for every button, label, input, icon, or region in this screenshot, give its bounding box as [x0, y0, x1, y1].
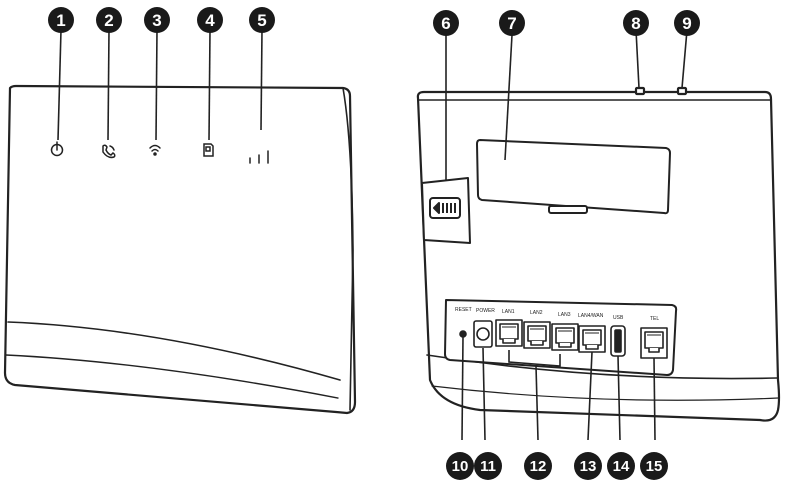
callout-7: 7 [499, 10, 525, 36]
callout-circle [446, 452, 474, 480]
callout-6: 6 [433, 10, 459, 36]
callout-circle [433, 10, 459, 36]
lan1-port[interactable] [495, 319, 523, 347]
front-router [3, 84, 357, 415]
rear-leaders [445, 29, 688, 441]
callout-number: 4 [205, 11, 215, 30]
callout-circle [623, 10, 649, 36]
callout-circle [197, 7, 223, 33]
signal-strength-icon [249, 150, 269, 164]
callout-circle [640, 452, 668, 480]
callout-circle [674, 10, 700, 36]
label-tel: TEL [650, 316, 659, 322]
tel-port[interactable] [640, 327, 668, 359]
lan2-port[interactable] [523, 321, 551, 349]
label-reset: RESET [455, 307, 472, 313]
callout-circle [574, 452, 602, 480]
lan3-port[interactable] [551, 323, 579, 351]
rear-body-outline [416, 90, 781, 422]
sim-slot-cover[interactable] [421, 177, 471, 244]
callout-1: 1 [48, 7, 74, 33]
sim-icon [203, 143, 214, 157]
front-body-outline [3, 84, 357, 415]
callout-circle [524, 452, 552, 480]
callout-number: 8 [631, 14, 640, 33]
callout-8: 8 [623, 10, 649, 36]
reset-button[interactable] [459, 330, 467, 338]
top-button-1[interactable] [634, 86, 646, 96]
callout-number: 14 [613, 458, 630, 475]
label-power: POWER [476, 308, 495, 314]
lan4-wan-port[interactable] [578, 325, 606, 353]
label-lan2: LAN2 [530, 310, 543, 316]
callout-15: 15 [640, 452, 668, 480]
ports [459, 319, 668, 359]
front-base-line-bottom [5, 354, 339, 399]
front-indicators [50, 141, 269, 164]
callout-12: 12 [524, 452, 552, 480]
callout-circle [96, 7, 122, 33]
callout-number: 7 [507, 14, 516, 33]
power-icon [50, 141, 64, 157]
rear-top-callouts: 6 7 8 9 [433, 10, 700, 36]
callout-number: 12 [530, 458, 547, 475]
lan-bracket [508, 350, 561, 367]
callout-circle [144, 7, 170, 33]
callout-13: 13 [574, 452, 602, 480]
callout-14: 14 [607, 452, 635, 480]
callout-number: 9 [682, 14, 691, 33]
power-port[interactable] [473, 320, 493, 348]
callout-3: 3 [144, 7, 170, 33]
callout-number: 13 [580, 458, 597, 475]
callout-circle [249, 7, 275, 33]
front-callouts: 1 2 3 4 5 [48, 7, 275, 33]
wifi-icon [149, 144, 161, 156]
label-area [476, 139, 671, 215]
callout-4: 4 [197, 7, 223, 33]
phone-icon [102, 144, 116, 159]
callout-number: 11 [480, 458, 496, 475]
callout-circle [474, 452, 502, 480]
callout-number: 3 [152, 11, 161, 30]
usb-port[interactable] [610, 325, 626, 357]
callout-number: 15 [646, 458, 663, 475]
front-base-line-top [7, 321, 341, 381]
callout-2: 2 [96, 7, 122, 33]
label-lan3: LAN3 [558, 312, 571, 318]
callout-number: 1 [56, 11, 65, 30]
callout-9: 9 [674, 10, 700, 36]
callout-circle [499, 10, 525, 36]
rear-bottom-callouts: 10 11 12 13 14 15 [446, 452, 668, 480]
callout-circle [607, 452, 635, 480]
front-side-edge [342, 87, 354, 411]
label-lan1: LAN1 [502, 309, 515, 315]
callout-5: 5 [249, 7, 275, 33]
callout-number: 5 [257, 11, 266, 30]
callout-number: 2 [104, 11, 113, 30]
lan-ports[interactable] [495, 319, 579, 351]
front-leaders [57, 29, 263, 141]
callout-number: 10 [452, 458, 469, 475]
callout-11: 11 [474, 452, 502, 480]
port-labels: RESET POWER LAN1 LAN2 LAN3 LAN4/WAN USB … [455, 307, 659, 322]
label-usb: USB [613, 315, 624, 321]
top-button-2[interactable] [676, 86, 688, 96]
callout-number: 6 [441, 14, 450, 33]
label-lan4wan: LAN4/WAN [578, 313, 604, 319]
callout-circle [48, 7, 74, 33]
rear-base-line-2 [431, 385, 779, 401]
callout-10: 10 [446, 452, 474, 480]
